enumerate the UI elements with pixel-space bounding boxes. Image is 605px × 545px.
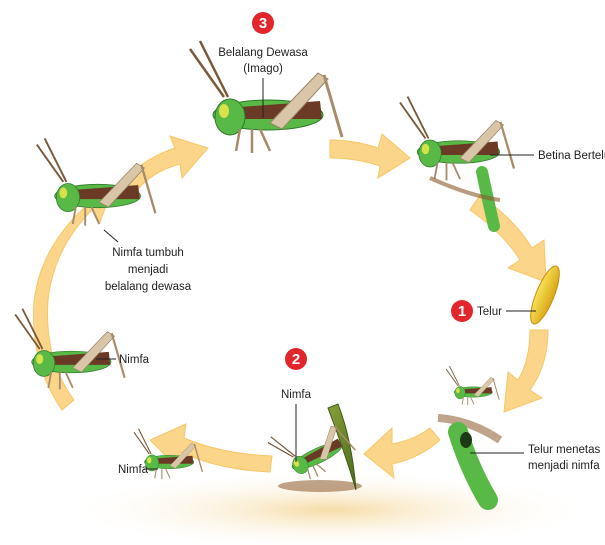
nymph-mid-label: Nimfa	[119, 354, 150, 366]
badge-1-number: 1	[458, 303, 466, 320]
nymph-main-label: Nimfa	[281, 389, 312, 401]
arrow-to-female	[330, 134, 410, 178]
nymph-grow-label-line1: Nimfa tumbuh	[112, 247, 184, 259]
nymph-grow-label-line2: menjadi	[128, 264, 168, 276]
arrow-to-egg	[470, 195, 546, 282]
badge-3-number: 3	[259, 15, 267, 32]
female-label: Betina Bertelur	[538, 150, 605, 162]
arrow-to-adult	[120, 136, 208, 194]
nymph-grow-leader-line	[104, 230, 118, 242]
nymph-grow-label-line3: belalang dewasa	[105, 281, 192, 293]
mid-nymph-illustration	[15, 309, 124, 390]
arrow-to-nymph	[364, 428, 440, 478]
badge-2-number: 2	[292, 351, 300, 368]
badge-3: 3	[252, 12, 274, 34]
adult-label-line1: Belalang Dewasa	[218, 47, 308, 59]
badge-2: 2	[285, 348, 307, 370]
badge-1: 1	[451, 300, 473, 322]
nymph-small-label: Nimfa	[118, 464, 149, 476]
hatch-label-line1: Telur menetas	[528, 444, 600, 456]
egg-label: Telur	[477, 306, 502, 318]
female-laying-eggs-illustration	[400, 97, 514, 227]
adult-label-line2: (Imago)	[243, 63, 283, 75]
hatch-label-line2: menjadi nimfa	[528, 460, 600, 472]
arrow-to-hatch	[504, 330, 548, 412]
